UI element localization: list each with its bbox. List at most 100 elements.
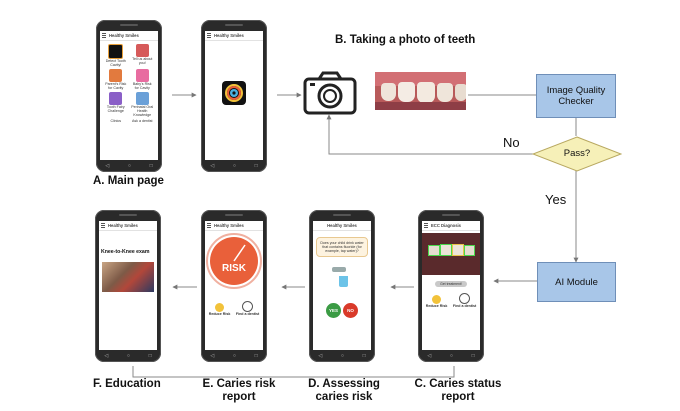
back-icon[interactable]: ◁ — [318, 353, 323, 359]
app-bar: Healthy Smiles — [205, 221, 263, 231]
back-icon[interactable]: ◁ — [104, 353, 109, 359]
find-dentist-button[interactable]: Find a dentist — [236, 301, 259, 316]
yes-button[interactable]: YES — [326, 303, 341, 318]
risk-word: RISK — [222, 263, 247, 274]
camera-app-icon[interactable] — [222, 81, 246, 105]
phone-screen: Healthy Smiles Detect Tooth Cavity! Tell… — [100, 31, 158, 160]
android-nav-bar: ◁ ○ □ — [201, 163, 267, 169]
find-dentist-label: Find a dentist — [452, 304, 477, 308]
recents-icon[interactable]: □ — [148, 353, 152, 359]
home-icon[interactable]: ○ — [126, 353, 130, 359]
app-title: ECC Diagnosis — [431, 223, 462, 228]
arrow-no-loop — [326, 114, 536, 155]
main-menu-grid: Detect Tooth Cavity! Tell us about you! … — [100, 41, 158, 126]
get-treatment-button[interactable]: Get treatment! — [435, 281, 467, 287]
menu-tile-ask[interactable]: Ask a dentist — [131, 119, 155, 123]
menu-tile-detect[interactable]: Detect Tooth Cavity! — [104, 44, 128, 67]
detected-tooth-box — [464, 245, 475, 256]
label-line: caries risk — [315, 391, 373, 403]
phone-screen: Healthy Smiles Does your child drink wat… — [313, 221, 371, 350]
back-icon[interactable]: ◁ — [427, 353, 432, 359]
label-caries-status-report: C. Caries status report — [410, 378, 506, 404]
menu-tile-label: Ask a dentist — [131, 119, 153, 123]
reduce-risk-label: Reduce Risk — [208, 312, 231, 316]
question-text: Does your child drink water that contain… — [320, 241, 364, 253]
reduce-risk-button[interactable]: Reduce Risk — [426, 295, 447, 308]
image-quality-checker-box: Image Quality Checker — [536, 74, 616, 118]
back-icon[interactable]: ◁ — [210, 163, 215, 169]
app-title: Healthy Smiles — [214, 223, 244, 228]
label-line: report — [222, 391, 256, 403]
no-button[interactable]: NO — [343, 303, 358, 318]
education-title: Knee-to-Knee exam — [101, 249, 150, 255]
tooth — [437, 83, 453, 102]
menu-tile-label: Baby's Risk for Cavity — [132, 82, 152, 90]
menu-tile-about[interactable]: Tell us about you! — [131, 44, 155, 67]
app-bar: Healthy Smiles — [99, 221, 157, 231]
menu-tile-label: Tell us about you! — [132, 57, 153, 65]
knee-to-knee-photo — [102, 262, 154, 292]
tooth — [381, 83, 396, 101]
back-icon[interactable]: ◁ — [105, 163, 110, 169]
line-bottom-feedback — [132, 366, 455, 378]
android-nav-bar: ◁ ○ □ — [201, 353, 267, 359]
app-bar: Healthy Smiles — [313, 221, 371, 231]
home-icon[interactable]: ○ — [232, 353, 236, 359]
find-dentist-button[interactable]: Find a dentist — [453, 293, 476, 308]
diagnosis-photo — [422, 233, 480, 275]
menu-icon[interactable] — [101, 223, 105, 228]
reduce-risk-button[interactable]: Reduce Risk — [208, 303, 231, 316]
phone-speaker — [333, 214, 351, 216]
no-branch-label: No — [503, 135, 520, 150]
tooth — [455, 84, 466, 101]
recents-icon[interactable]: □ — [362, 353, 366, 359]
label-taking-photo: B. Taking a photo of teeth — [335, 34, 476, 46]
question-bubble: Does your child drink water that contain… — [316, 237, 368, 257]
menu-icon[interactable] — [207, 223, 211, 228]
parent-icon — [109, 69, 123, 82]
app-title: Healthy Smiles — [108, 223, 138, 228]
recents-icon[interactable]: □ — [471, 353, 475, 359]
faucet-illustration — [330, 265, 354, 289]
recents-icon[interactable]: □ — [254, 353, 258, 359]
status-actions: Reduce Risk Find a dentist — [422, 287, 480, 308]
detected-tooth-box — [440, 244, 452, 256]
risk-gauge: RISK — [206, 233, 262, 289]
menu-icon[interactable] — [102, 33, 106, 38]
home-icon[interactable]: ○ — [232, 163, 236, 169]
menu-tile-parent-risk[interactable]: Parent's Risk for Cavity — [104, 69, 128, 90]
menu-tile-clinics[interactable]: Clinics — [104, 119, 128, 123]
ai-module-box: AI Module — [537, 262, 616, 302]
menu-tile-label: Perinatal Oral Health Knowledge — [131, 105, 154, 117]
menu-tile-baby-risk[interactable]: Baby's Risk for Cavity — [131, 69, 155, 90]
home-icon[interactable]: ○ — [127, 163, 131, 169]
dentist-search-icon — [242, 301, 254, 312]
menu-icon[interactable] — [424, 223, 428, 228]
home-icon[interactable]: ○ — [340, 353, 344, 359]
menu-tile-label: Parent's Risk for Cavity — [105, 82, 127, 90]
menu-tile-perinatal[interactable]: Perinatal Oral Health Knowledge — [131, 92, 155, 117]
recents-icon[interactable]: □ — [149, 163, 153, 169]
home-icon[interactable]: ○ — [449, 353, 453, 359]
box-line: Checker — [558, 96, 594, 107]
phone-screen: Healthy Smiles Knee-to-Knee exam — [99, 221, 157, 350]
recents-icon[interactable]: □ — [254, 163, 258, 169]
phone-speaker — [119, 214, 137, 216]
phone-screen: Healthy Smiles — [205, 31, 263, 160]
detected-tooth-box — [428, 245, 440, 256]
menu-tile-label: Clinics — [110, 119, 122, 123]
back-icon[interactable]: ◁ — [210, 353, 215, 359]
camera-app-icon — [108, 44, 124, 59]
baby-icon — [135, 69, 149, 82]
camera-icon — [303, 71, 357, 115]
tooth-fairy-icon — [109, 92, 123, 105]
tooth — [417, 82, 435, 103]
menu-tile-label: Tooth Fairy Challenge — [106, 105, 125, 113]
phone-education: Healthy Smiles Knee-to-Knee exam ◁ ○ □ — [95, 210, 161, 362]
menu-icon[interactable] — [207, 33, 211, 38]
android-nav-bar: ◁ ○ □ — [418, 353, 484, 359]
phone-app-launch: Healthy Smiles ◁ ○ □ — [201, 20, 267, 172]
find-dentist-label: Find a dentist — [235, 312, 260, 316]
menu-tile-tooth-fairy[interactable]: Tooth Fairy Challenge — [104, 92, 128, 117]
phone-speaker — [225, 214, 243, 216]
